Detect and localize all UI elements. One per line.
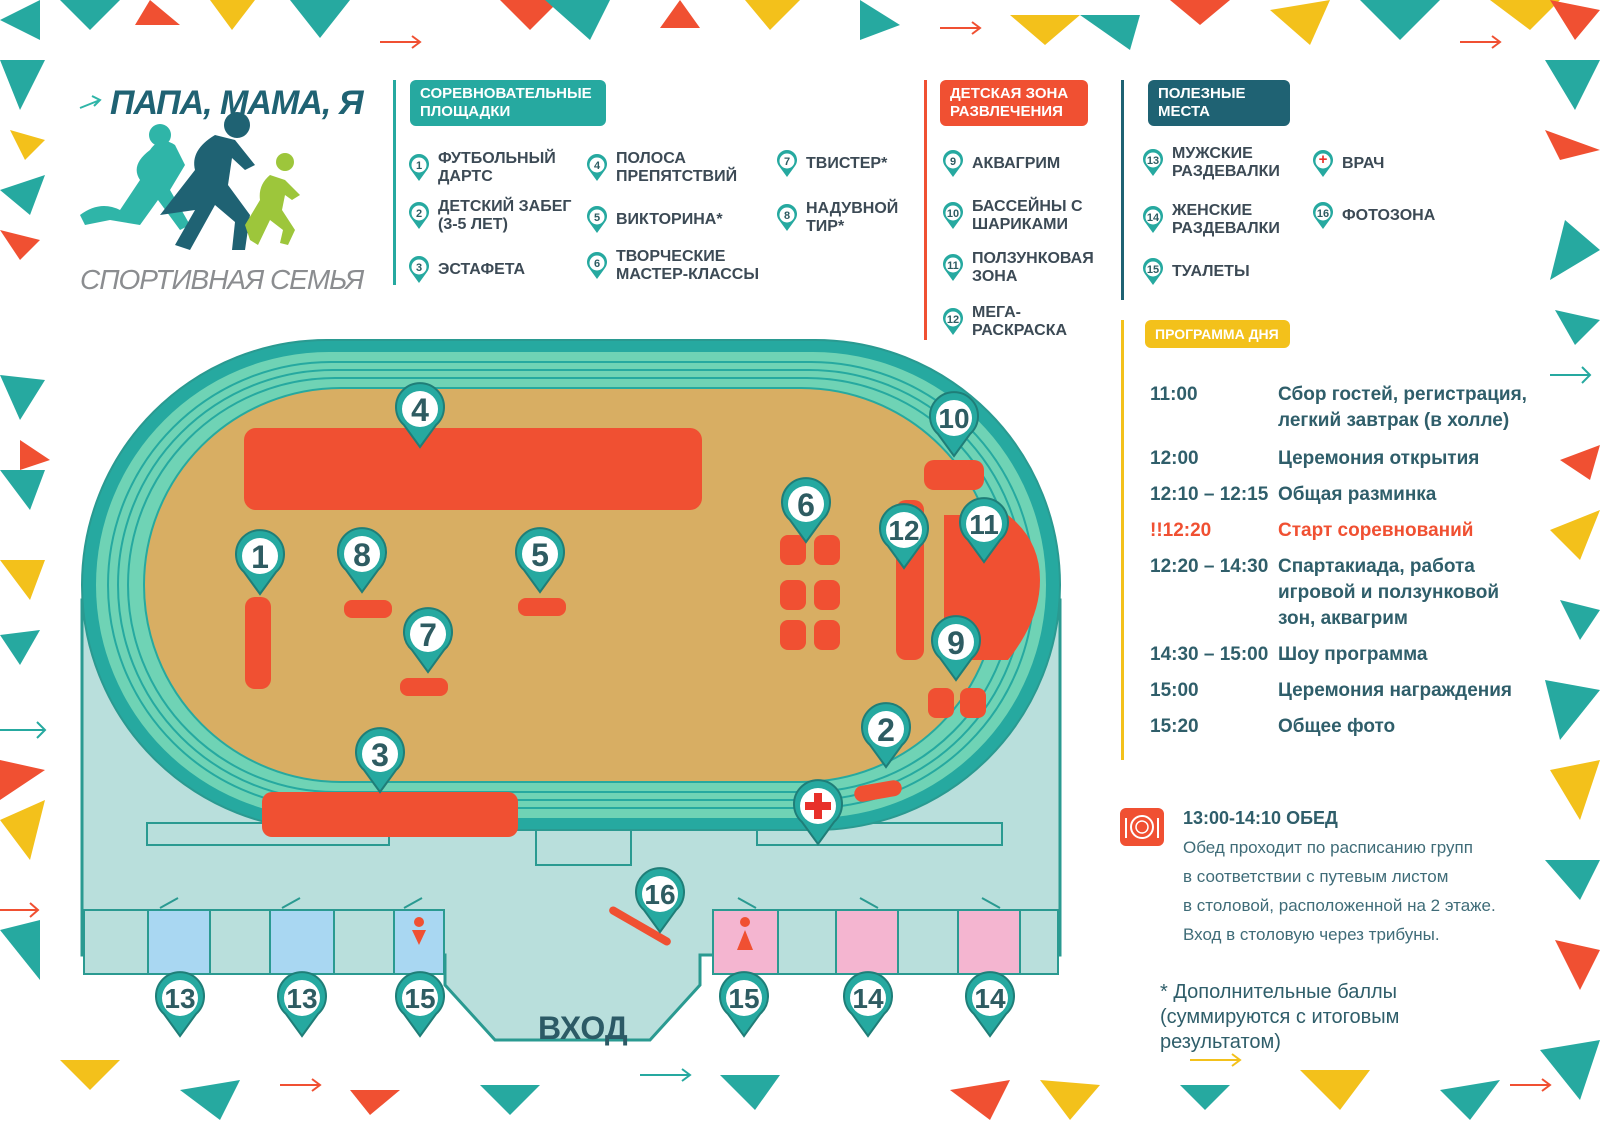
lunch-line: Вход в столовую через трибуны. <box>1183 925 1440 944</box>
entrance-label: ВХОД <box>538 1010 628 1046</box>
pin-icon: 16 <box>1312 202 1334 230</box>
pin-icon: 4 <box>586 154 608 182</box>
pin-icon: 3 <box>408 256 430 284</box>
pin-icon: 8 <box>776 204 798 232</box>
logo-title: ПАПА, МАМА, Я <box>110 84 363 122</box>
program-header: ПРОГРАММА ДНЯ <box>1145 320 1290 348</box>
pin-icon: 6 <box>586 252 608 280</box>
pin-icon: 1 <box>408 154 430 182</box>
pin-icon: 12 <box>942 308 964 336</box>
pin-icon: 13 <box>1142 149 1164 177</box>
divider-useful <box>1121 80 1124 300</box>
pin-icon: 2 <box>408 202 430 230</box>
pin-icon: 14 <box>1142 206 1164 234</box>
pin-icon: 7 <box>776 150 798 178</box>
activity-zones <box>244 428 1040 946</box>
divider-kids <box>924 80 927 340</box>
divider-competition <box>393 80 396 285</box>
legend-item-doctor: +ВРАЧ <box>1312 150 1442 178</box>
rooms-row <box>83 897 1059 975</box>
pin-icon: 10 <box>942 202 964 230</box>
pin-icon: 5 <box>586 206 608 234</box>
runners-logo-icon <box>79 95 300 250</box>
competition-header: СОРЕВНОВАТЕЛЬНЫЕ ПЛОЩАДКИ <box>410 80 606 126</box>
useful-places-header: ПОЛЕЗНЫЕ МЕСТА <box>1148 80 1290 126</box>
lunch-icon <box>1120 808 1164 846</box>
male-toilet-icon <box>412 917 426 945</box>
pin-icon: 15 <box>1142 258 1164 286</box>
female-toilet-icon <box>737 917 753 950</box>
pin-icon: 9 <box>942 150 964 178</box>
footnote: * Дополнительные баллы (суммируются с ит… <box>1160 981 1400 1053</box>
lunch-line: в столовой, расположенной на 2 этаже. <box>1183 896 1496 915</box>
lunch-line: в соответствии с путевым листом <box>1183 867 1449 886</box>
medical-cross-icon: + <box>1312 150 1334 178</box>
lunch-title: 13:00-14:10 ОБЕД <box>1183 808 1338 828</box>
lunch-line: Обед проходит по расписанию групп <box>1183 838 1473 857</box>
logo-subtitle: СПОРТИВНАЯ СЕМЬЯ <box>80 264 364 295</box>
pin-icon: 11 <box>942 254 964 282</box>
divider-program <box>1121 320 1124 760</box>
kids-zone-header: ДЕТСКАЯ ЗОНА РАЗВЛЕЧЕНИЯ <box>940 80 1088 126</box>
